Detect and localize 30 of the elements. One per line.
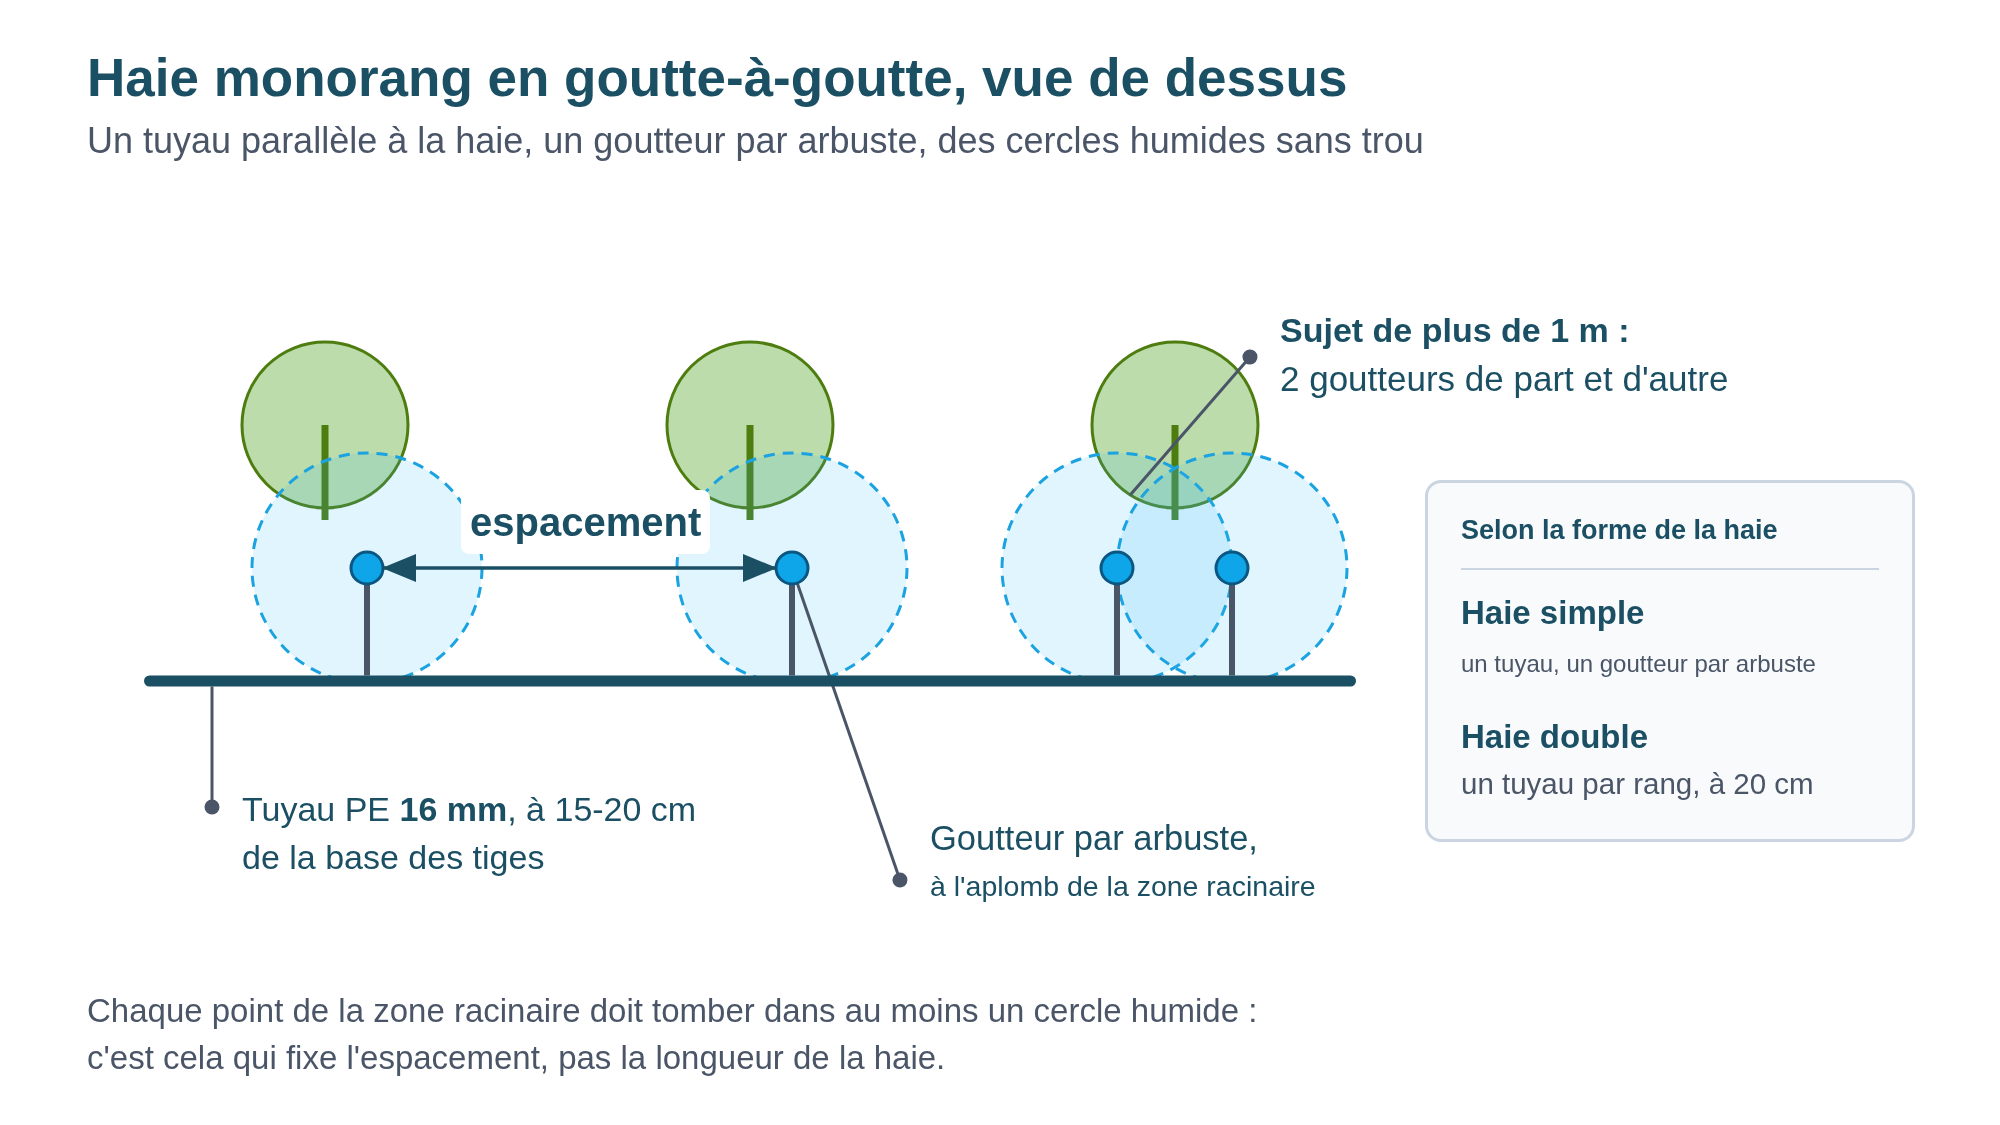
shrub bbox=[240, 340, 410, 520]
callout-note: à l'aplomb de la zone racinaire bbox=[930, 869, 1316, 904]
callout-text: 2 goutteurs de part et d'autre bbox=[1280, 358, 1729, 400]
callout-text: Goutteur par arbuste, bbox=[930, 818, 1259, 859]
drip-pipe bbox=[144, 675, 1356, 687]
feeder-line bbox=[364, 584, 370, 676]
subtitle: Un tuyau parallèle à la haie, un goutteur par arbuste, des cercles humides sans trou bbox=[87, 120, 1424, 162]
double-arrow bbox=[382, 554, 777, 582]
dripper bbox=[774, 550, 810, 586]
info-panel bbox=[1425, 480, 1915, 842]
diagram-title: Haie monorang en goutte-à-goutte, vue de dessus bbox=[87, 47, 1348, 109]
callout-heading: Sujet de plus de 1 m : bbox=[1280, 310, 1631, 351]
leader-line bbox=[1129, 349, 1258, 496]
item-title: Haie simple bbox=[1461, 593, 1645, 633]
caption: Chaque point de la zone racinaire doit tomber dans au moins un cercle humide : c'est cela qui fixe l'espacement, pas la longueur de la haie. bbox=[87, 991, 1259, 1078]
feeder-line bbox=[789, 584, 795, 676]
leader-line bbox=[204, 686, 220, 815]
feeder-line bbox=[1229, 584, 1235, 676]
item-title: Haie double bbox=[1461, 717, 1649, 757]
dripper bbox=[1099, 550, 1135, 586]
panel-heading: Selon la forme de la haie bbox=[1461, 514, 1778, 547]
item-description: un tuyau par rang, à 20 cm bbox=[1461, 766, 1814, 802]
feeder-line bbox=[1114, 584, 1120, 676]
dripper bbox=[1214, 550, 1250, 586]
dripper bbox=[349, 550, 385, 586]
shrub bbox=[1090, 340, 1260, 520]
edge-label: espacement bbox=[461, 490, 711, 554]
callout-text: Tuyau PE 16 mm, à 15-20 cm de la base des tiges bbox=[242, 789, 698, 878]
item-description: un tuyau, un goutteur par arbuste bbox=[1461, 649, 1816, 679]
leader-line bbox=[795, 582, 908, 888]
